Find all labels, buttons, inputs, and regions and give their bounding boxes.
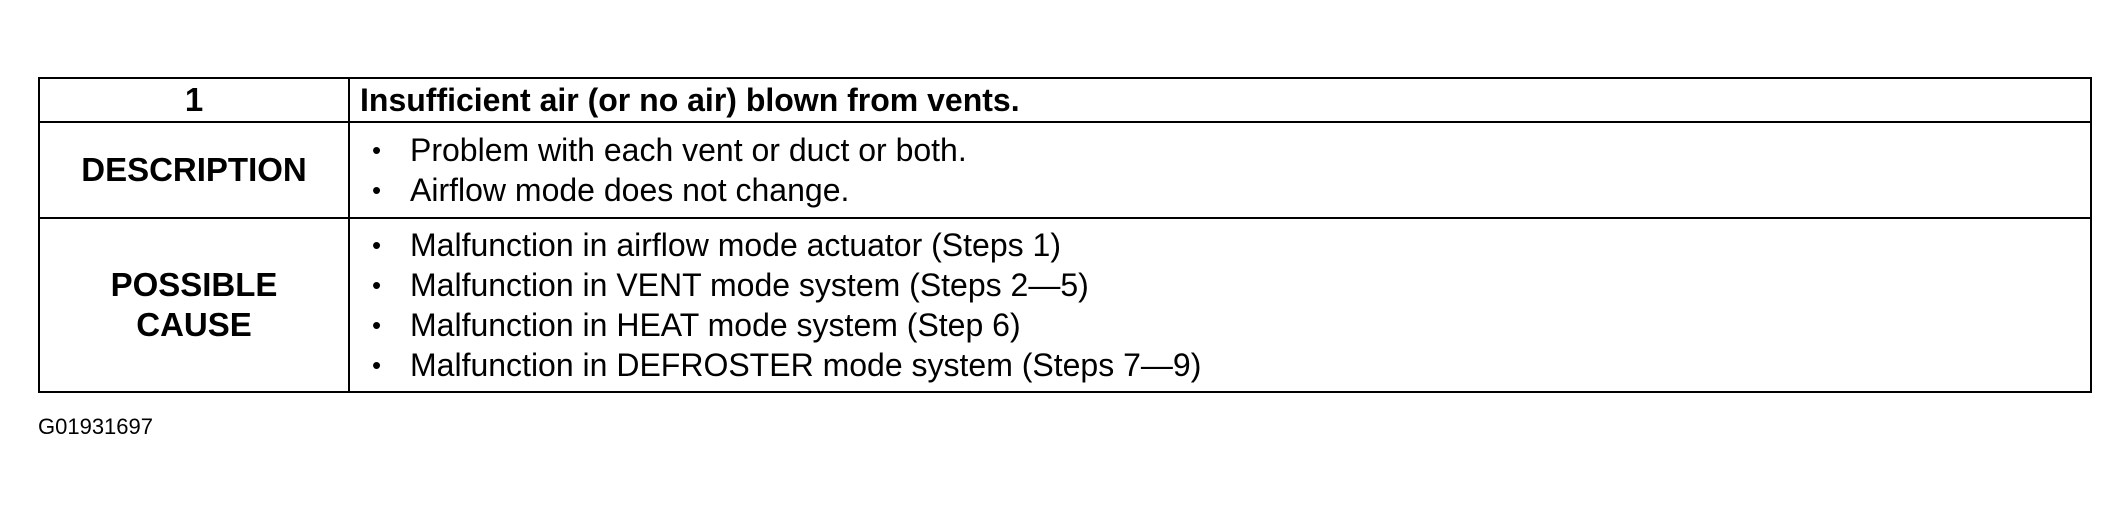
cause-item-text: Malfunction in DEFROSTER mode system (St… (410, 347, 1202, 383)
trouble-number: 1 (38, 77, 350, 123)
description-list: • Problem with each vent or duct or both… (360, 130, 2090, 210)
bullet-icon: • (372, 175, 382, 205)
possible-cause-label: POSSIBLE CAUSE (38, 217, 350, 393)
figure-id: G01931697 (38, 414, 153, 439)
possible-cause-cell: • Malfunction in airflow mode actuator (… (348, 217, 2092, 393)
cause-item-text: Malfunction in VENT mode system (Steps 2… (410, 267, 1089, 303)
cause-item-text: Malfunction in HEAT mode system (Step 6) (410, 307, 1021, 343)
description-label: DESCRIPTION (38, 121, 350, 219)
description-item-text: Problem with each vent or duct or both. (410, 132, 967, 168)
diagnosis-table: 1 Insufficient air (or no air) blown fro… (38, 77, 2092, 393)
title-row: 1 Insufficient air (or no air) blown fro… (38, 77, 2092, 123)
trouble-title-cell: Insufficient air (or no air) blown from … (348, 77, 2092, 123)
bullet-icon: • (372, 350, 382, 380)
possible-cause-row: POSSIBLE CAUSE • Malfunction in airflow … (38, 217, 2092, 393)
bullet-icon: • (372, 135, 382, 165)
list-item: • Malfunction in HEAT mode system (Step … (360, 305, 2090, 345)
list-item: • Problem with each vent or duct or both… (360, 130, 2090, 170)
list-item: • Malfunction in airflow mode actuator (… (360, 225, 2090, 265)
description-row: DESCRIPTION • Problem with each vent or … (38, 121, 2092, 219)
description-item-text: Airflow mode does not change. (410, 172, 850, 208)
trouble-title: Insufficient air (or no air) blown from … (360, 82, 1020, 118)
list-item: • Airflow mode does not change. (360, 170, 2090, 210)
list-item: • Malfunction in VENT mode system (Steps… (360, 265, 2090, 305)
possible-cause-label-line1: POSSIBLE (110, 266, 278, 303)
description-cell: • Problem with each vent or duct or both… (348, 121, 2092, 219)
bullet-icon: • (372, 230, 382, 260)
possible-cause-list: • Malfunction in airflow mode actuator (… (360, 225, 2090, 385)
bullet-icon: • (372, 310, 382, 340)
list-item: • Malfunction in DEFROSTER mode system (… (360, 345, 2090, 385)
cause-item-text: Malfunction in airflow mode actuator (St… (410, 227, 1061, 263)
possible-cause-label-line2: CAUSE (136, 306, 252, 343)
bullet-icon: • (372, 270, 382, 300)
